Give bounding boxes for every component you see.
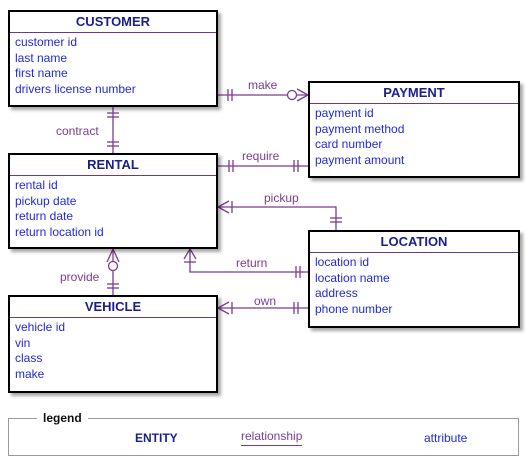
attribute-list: vehicle id vin class make bbox=[10, 318, 216, 382]
entity-title: PAYMENT bbox=[310, 83, 518, 104]
legend: legend ENTITY relationship attribute bbox=[8, 411, 519, 456]
relationship-own-label: own bbox=[254, 294, 277, 308]
attribute: class bbox=[15, 351, 43, 365]
attribute: payment id bbox=[315, 106, 374, 120]
entity-title: LOCATION bbox=[310, 232, 518, 253]
attribute: location id bbox=[315, 255, 370, 269]
relationship-pickup-label: pickup bbox=[264, 191, 299, 205]
attribute: payment method bbox=[315, 121, 405, 136]
relationship-contract-label: contract bbox=[56, 124, 99, 138]
attribute: rental id bbox=[15, 178, 58, 192]
legend-relationship-sample: relationship bbox=[241, 429, 303, 446]
attribute: customer id bbox=[15, 35, 78, 49]
entity-title: RENTAL bbox=[10, 155, 216, 176]
relationship-require-label: require bbox=[242, 149, 280, 163]
attribute: vehicle id bbox=[15, 320, 66, 334]
attribute-list: location id location name address phone … bbox=[310, 253, 518, 317]
attribute: card number bbox=[315, 137, 383, 151]
entity-vehicle: VEHICLE vehicle id vin class make bbox=[8, 295, 218, 393]
entity-rental: RENTAL rental id pickup date return date… bbox=[8, 153, 218, 249]
legend-entity-sample: ENTITY bbox=[135, 431, 178, 445]
attribute: address bbox=[315, 286, 358, 300]
attribute: return location id bbox=[15, 224, 104, 239]
attribute: make bbox=[15, 366, 45, 381]
entity-title: VEHICLE bbox=[10, 297, 216, 318]
entity-payment: PAYMENT payment id payment method card n… bbox=[308, 81, 520, 178]
relationship-provide-label: provide bbox=[60, 270, 100, 284]
attribute: first name bbox=[15, 66, 68, 80]
attribute-list: payment id payment method card number pa… bbox=[310, 104, 518, 168]
attribute: drivers license number bbox=[15, 81, 136, 96]
legend-attribute-sample: attribute bbox=[424, 431, 468, 445]
attribute: location name bbox=[315, 270, 390, 285]
attribute: payment amount bbox=[315, 152, 405, 167]
attribute: phone number bbox=[315, 301, 393, 316]
relationship-make-label: make bbox=[248, 78, 278, 92]
entity-customer: CUSTOMER customer id last name first nam… bbox=[8, 10, 218, 107]
attribute-list: customer id last name first name drivers… bbox=[10, 33, 216, 97]
attribute: last name bbox=[15, 50, 68, 65]
attribute-list: rental id pickup date return date return… bbox=[10, 176, 216, 240]
attribute: vin bbox=[15, 335, 31, 350]
attribute: pickup date bbox=[15, 193, 77, 208]
legend-title: legend bbox=[37, 411, 88, 425]
attribute: return date bbox=[15, 209, 74, 223]
relationship-return-label: return bbox=[236, 256, 268, 270]
entity-title: CUSTOMER bbox=[10, 12, 216, 33]
entity-location: LOCATION location id location name addre… bbox=[308, 230, 520, 328]
